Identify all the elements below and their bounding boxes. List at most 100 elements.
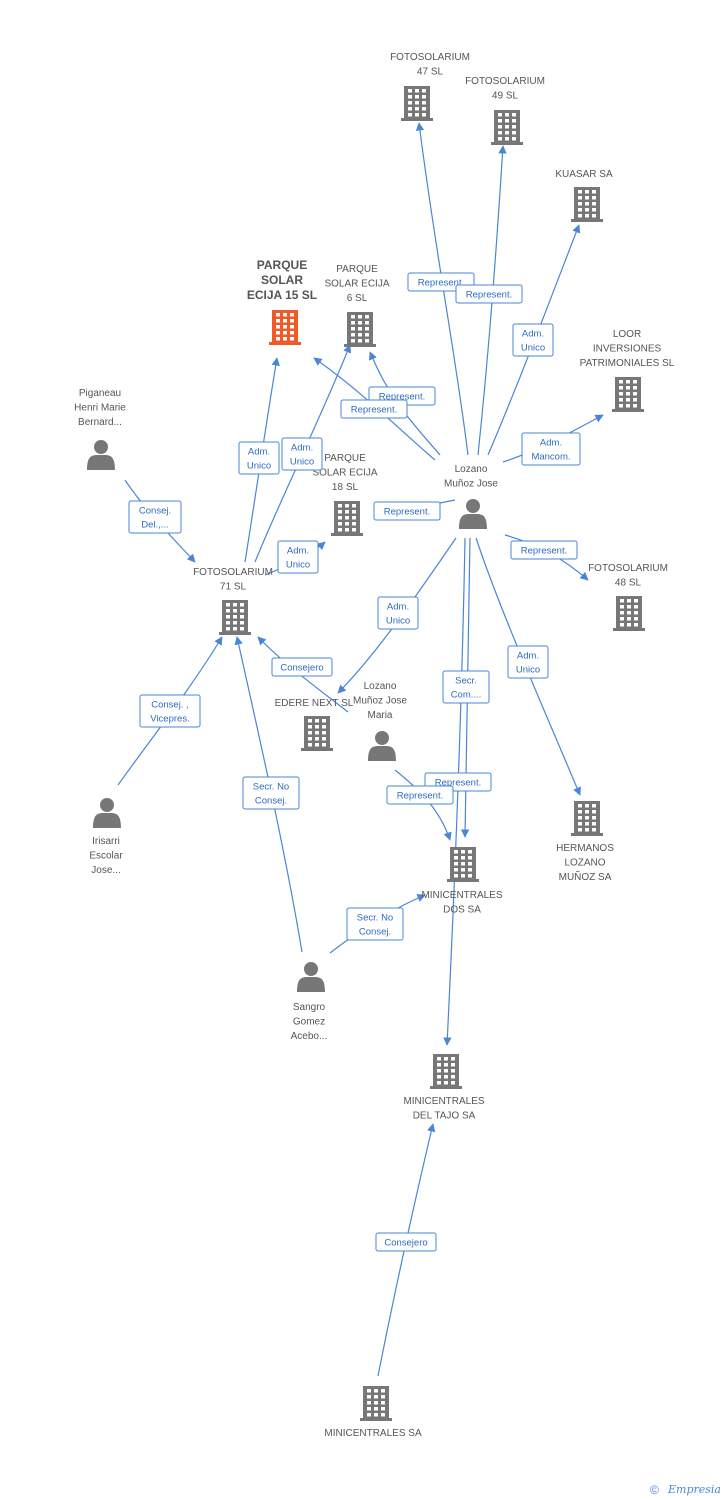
node-minisa[interactable]: MINICENTRALES SA — [324, 1386, 422, 1439]
node-label: PATRIMONIALES SL — [580, 358, 675, 369]
relation-box — [128, 500, 182, 534]
node-sangro[interactable]: SangroGomezAcebo... — [291, 962, 328, 1042]
building-icon — [491, 110, 523, 145]
relation-box — [521, 432, 581, 466]
relation-label[interactable]: Adm. Unico — [281, 437, 323, 471]
node-label: MINICENTRALES — [403, 1096, 484, 1107]
relation-box — [455, 284, 523, 304]
relation-label[interactable]: Adm.Unico — [507, 645, 549, 679]
relation-box — [375, 1232, 437, 1252]
node-label: INVERSIONES — [593, 344, 662, 355]
relation-text: Adm. — [291, 443, 313, 454]
relation-text: Unico — [247, 461, 271, 472]
node-label: SOLAR ECIJA — [312, 468, 377, 479]
node-label: SOLAR ECIJA — [324, 279, 389, 290]
relation-text: Consej. — [255, 796, 287, 807]
relation-label[interactable]: Adm. Unico — [377, 596, 419, 630]
node-label: LOZANO — [564, 858, 605, 869]
relation-box — [512, 323, 554, 357]
node-label: 47 SL — [417, 67, 444, 78]
relation-text: Adm. — [248, 447, 270, 458]
node-label: 71 SL — [220, 582, 247, 593]
person-icon — [368, 731, 396, 761]
relation-label[interactable]: Secr. Com.... — [442, 670, 490, 704]
relation-label[interactable]: Adm. Unico — [238, 441, 280, 475]
node-label: Muñoz Jose — [353, 696, 407, 707]
building-icon — [331, 501, 363, 536]
node-label: 6 SL — [347, 293, 368, 304]
node-label: PARQUE — [336, 264, 378, 275]
relation-label[interactable]: Adm.Unico — [277, 540, 319, 574]
node-label: FOTOSOLARIUM — [465, 76, 545, 87]
relation-text: Consejero — [384, 1238, 427, 1249]
node-fotosolarium47[interactable]: FOTOSOLARIUM 47 SL — [390, 52, 470, 121]
building-icon — [430, 1054, 462, 1089]
person-icon — [87, 440, 115, 470]
relation-label[interactable]: Represent. — [340, 399, 408, 419]
relation-text: Unico — [290, 457, 314, 468]
node-irisarri[interactable]: IrisarriEscolarJose... — [89, 798, 123, 876]
node-label: FOTOSOLARIUM — [390, 52, 470, 63]
relation-label[interactable]: Adm.Mancom. — [521, 432, 581, 466]
relation-label[interactable]: Represent. — [455, 284, 523, 304]
node-label: LOOR — [613, 329, 641, 340]
footer-brand: © Empresia — [650, 1483, 721, 1497]
node-edere[interactable]: EDERE NEXT SL — [275, 698, 354, 751]
node-label: Escolar — [89, 851, 123, 862]
node-loor[interactable]: LOOR INVERSIONES PATRIMONIALES SL — [580, 329, 675, 412]
relation-text: Vicepres. — [150, 714, 189, 725]
node-label: MUÑOZ SA — [559, 870, 612, 883]
relation-label[interactable]: Consejero — [271, 657, 333, 677]
relation-label[interactable]: Represent. — [373, 501, 441, 521]
node-label: MINICENTRALES — [421, 890, 502, 901]
relation-box — [238, 441, 280, 475]
node-kuasar[interactable]: KUASAR SA — [555, 169, 613, 222]
relation-edge — [257, 636, 349, 713]
relation-label[interactable]: Consej. ,Vicepres. — [139, 694, 201, 728]
relation-text: Represent. — [379, 392, 425, 403]
relation-text: Unico — [521, 343, 545, 354]
relation-text: Secr. No — [357, 913, 393, 924]
relation-box — [139, 694, 201, 728]
node-label: Muñoz Jose — [444, 479, 498, 490]
building-icon — [360, 1386, 392, 1421]
relation-labels-layer: Represent.Represent.Adm.UnicoRepresent.R… — [128, 272, 581, 1252]
relation-text: Adm. — [387, 602, 409, 613]
relation-text: Com.... — [451, 690, 482, 701]
relation-label[interactable]: Adm.Unico — [512, 323, 554, 357]
relation-label[interactable]: Consej.Del.,... — [128, 500, 182, 534]
relation-text: Represent. — [521, 546, 567, 557]
building-icon — [301, 716, 333, 751]
relation-text: Represent. — [435, 778, 481, 789]
building-icon — [612, 377, 644, 412]
relation-label[interactable]: Represent. — [510, 540, 578, 560]
relation-text: Del.,... — [141, 520, 168, 531]
relation-label[interactable]: Represent. — [386, 785, 454, 805]
node-parque6[interactable]: PARQUE SOLAR ECIJA 6 SL — [324, 264, 390, 347]
relation-label[interactable]: Consejero — [375, 1232, 437, 1252]
brand-name[interactable]: Empresia — [667, 1483, 721, 1496]
node-label: SOLAR — [261, 273, 303, 287]
relation-box — [340, 399, 408, 419]
relation-box — [386, 785, 454, 805]
relation-text: Unico — [386, 616, 410, 627]
relation-text: Secr. — [455, 676, 477, 687]
relation-text: Represent. — [351, 405, 397, 416]
relation-text: Represent. — [466, 290, 512, 301]
